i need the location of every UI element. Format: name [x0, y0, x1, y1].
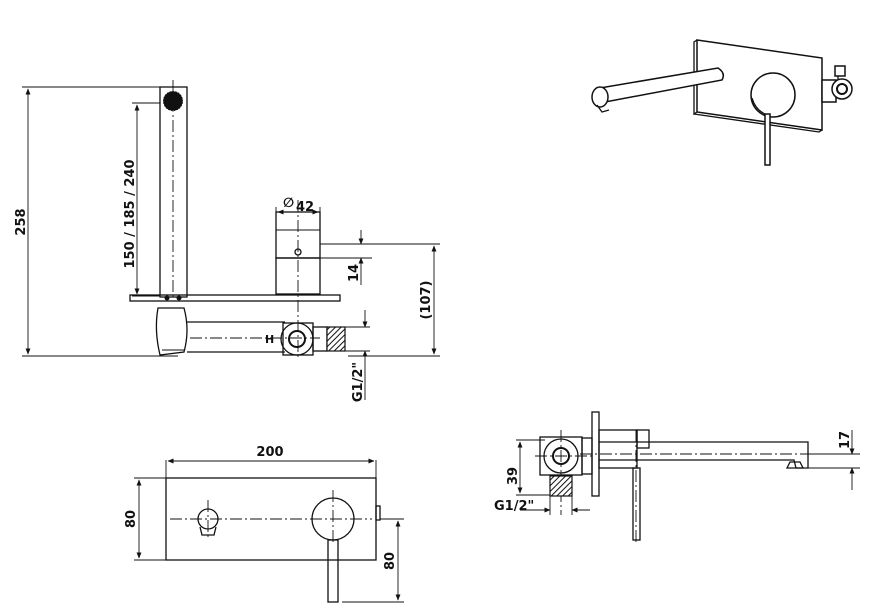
dimension-handle-diameter: ∅ 42: [275, 196, 321, 215]
isometric-view: [591, 39, 853, 166]
dimension-inlet-thread-front: G1/2": [345, 310, 370, 402]
dimension-plate-height-label: 80: [124, 510, 139, 528]
dimension-body-depth-label: 39: [506, 467, 521, 485]
front-elevation-view: 258 150 / 185 / 240 H: [14, 80, 440, 402]
iso-handle: [750, 72, 796, 118]
spout-outlet: [163, 91, 183, 111]
dimension-handle-diameter-label: 42: [296, 200, 314, 215]
iso-lever: [764, 113, 771, 166]
iso-inlet: [821, 65, 853, 103]
dimension-lever-length-label: 80: [383, 552, 398, 570]
plan-lever: [327, 539, 339, 603]
dimension-plate-width: 200: [165, 445, 377, 478]
plan-view: 200 80 80: [124, 445, 404, 603]
dimension-inlet-height-label: (107): [419, 280, 434, 319]
dimension-spout-offset: 17: [808, 430, 860, 490]
inlet-connector: [280, 322, 314, 356]
dimension-inlet-thread-side: G1/2": [494, 496, 590, 515]
side-spout: [636, 429, 650, 449]
dimension-spout-offset-label: 17: [838, 431, 853, 449]
dimension-inlet-thread-side-label: G1/2": [494, 499, 534, 514]
svg-text:H: H: [265, 333, 274, 346]
dimension-plate-width-label: 200: [256, 445, 283, 460]
inlet-thread-side: [549, 475, 573, 497]
dimension-lever-length: 80: [342, 518, 404, 603]
spout-tube: [159, 86, 188, 298]
dimension-handle-offset: 14: [320, 230, 372, 285]
dimension-total-height: 258: [14, 86, 178, 357]
dimension-spout-heights: 150 / 185 / 240: [123, 102, 160, 297]
dimension-total-height-label: 258: [14, 208, 29, 235]
valve-body-spout-block: [155, 307, 188, 356]
wall-plate-edge: [129, 294, 341, 302]
dimension-spout-heights-label: 150 / 185 / 240: [123, 159, 138, 268]
diameter-symbol: ∅: [283, 196, 294, 211]
side-view: 39 G1/2" 17: [494, 411, 860, 545]
dimension-handle-offset-label: 14: [347, 264, 362, 282]
dimension-inlet-thread-front-label: G1/2": [351, 362, 366, 402]
dimension-plate-height: 80: [124, 477, 166, 561]
side-lever: [632, 467, 641, 541]
inlet-thread-front: [326, 326, 346, 352]
